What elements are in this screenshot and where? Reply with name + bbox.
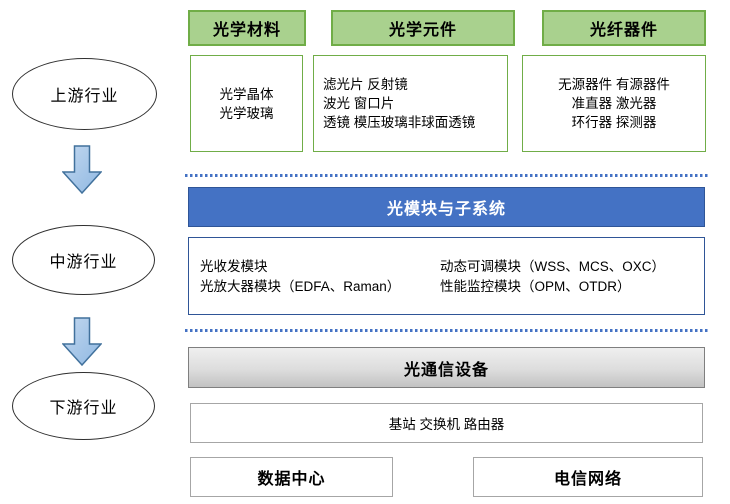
midstream-stage-label: 中游行业	[49, 254, 118, 271]
downstream-stage-ellipse: 下游行业	[12, 372, 155, 440]
header-optical-components-label: 光学元件	[388, 22, 457, 39]
telecom-network-label: 电信网络	[553, 471, 622, 488]
optical-materials-line: 光学晶体	[219, 86, 274, 102]
header-optical-materials: 光学材料	[188, 10, 306, 46]
data-center-label: 数据中心	[257, 471, 326, 488]
header-fiber-devices-label: 光纤器件	[589, 22, 658, 39]
header-optical-components: 光学元件	[331, 10, 515, 46]
header-optical-materials-label: 光学材料	[212, 22, 281, 39]
modules-left-line: 光收发模块	[200, 259, 268, 274]
telecom-network-box: 电信网络	[473, 457, 703, 497]
modules-right-line: 动态可调模块（WSS、MCS、OXC）	[440, 259, 666, 274]
modules-subsystems-box: 光收发模块 光放大器模块（EDFA、Raman） 动态可调模块（WSS、MCS、…	[188, 237, 705, 315]
modules-subsystems-label: 光模块与子系统	[386, 201, 506, 218]
down-arrow-icon	[62, 317, 102, 366]
optical-equipment-header: 光通信设备	[188, 347, 705, 388]
modules-right-line: 性能监控模块（OPM、OTDR）	[440, 279, 631, 294]
fiber-devices-line: 准直器 激光器	[571, 96, 657, 111]
data-center-box: 数据中心	[190, 457, 393, 497]
dotted-divider-upstream-midstream	[185, 174, 710, 177]
fiber-devices-line: 环行器 探测器	[571, 115, 657, 130]
modules-left-column: 光收发模块 光放大器模块（EDFA、Raman）	[200, 257, 400, 297]
optical-components-line: 滤光片 反射镜	[323, 77, 408, 92]
optical-materials-box: 光学晶体 光学玻璃	[190, 55, 303, 152]
optical-components-line: 波光 窗口片	[323, 96, 395, 111]
optical-components-line: 透镜 模压玻璃非球面透镜	[323, 115, 476, 130]
midstream-stage-ellipse: 中游行业	[12, 225, 155, 295]
down-arrow-icon	[62, 145, 102, 194]
header-fiber-devices: 光纤器件	[542, 10, 706, 46]
optical-components-box: 滤光片 反射镜 波光 窗口片 透镜 模压玻璃非球面透镜	[313, 55, 508, 152]
fiber-devices-line: 无源器件 有源器件	[558, 77, 670, 92]
modules-left-line: 光放大器模块（EDFA、Raman）	[200, 279, 401, 294]
modules-subsystems-header: 光模块与子系统	[188, 187, 705, 227]
upstream-stage-ellipse: 上游行业	[12, 58, 157, 130]
dotted-divider-midstream-downstream	[185, 329, 710, 332]
equipment-devices-label: 基站 交换机 路由器	[388, 417, 505, 432]
equipment-devices-box: 基站 交换机 路由器	[190, 403, 703, 443]
optical-equipment-label: 光通信设备	[403, 361, 489, 379]
modules-right-column: 动态可调模块（WSS、MCS、OXC） 性能监控模块（OPM、OTDR）	[440, 257, 665, 297]
optical-materials-line: 光学玻璃	[219, 105, 274, 121]
fiber-devices-box: 无源器件 有源器件 准直器 激光器 环行器 探测器	[522, 55, 706, 152]
upstream-stage-label: 上游行业	[50, 88, 119, 105]
downstream-stage-label: 下游行业	[49, 400, 118, 417]
